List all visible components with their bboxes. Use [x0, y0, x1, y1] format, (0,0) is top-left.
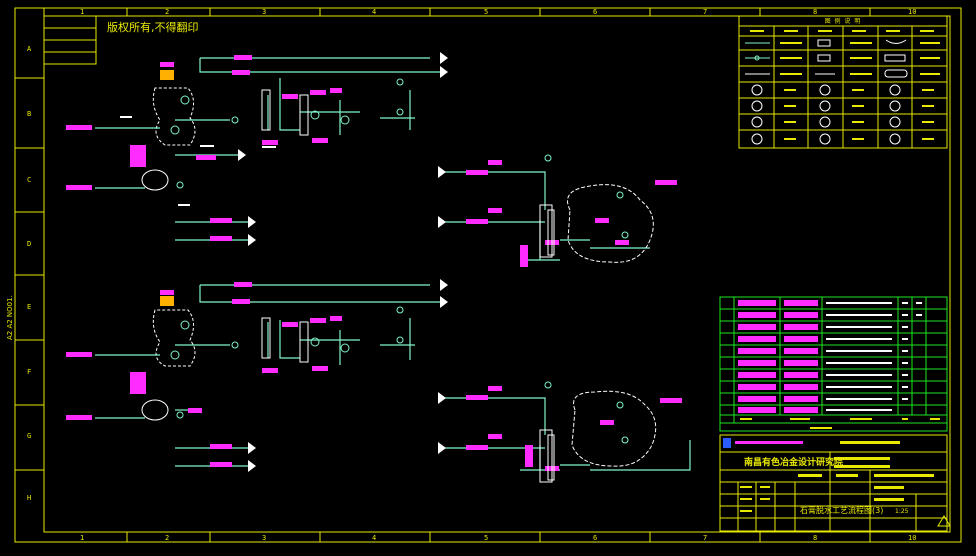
column-number: 5: [484, 534, 489, 542]
institute-name: 南昌有色冶金设计研究院: [744, 458, 844, 468]
drawing-title: 石膏脱水工艺流程图(3): [800, 506, 884, 515]
legend-text-marks: [750, 30, 940, 140]
top-ruler: [43, 8, 871, 16]
feed-tank-top: [141, 169, 169, 191]
lower-pipes: [95, 284, 691, 471]
row-letter: H: [27, 494, 32, 502]
cyclone-vessel-top: [152, 87, 196, 146]
row-letter: G: [27, 432, 32, 440]
drawing-scale: 1:25: [895, 508, 909, 515]
legend-title: 图 例 说 明: [824, 18, 862, 25]
lower-equipment: [261, 317, 555, 483]
cyclone-feed-box-bottom: [160, 296, 174, 306]
column-number: 6: [593, 534, 598, 542]
upper-train: [66, 52, 677, 267]
column-number: 10: [908, 8, 917, 16]
stamp-box: [43, 15, 97, 65]
column-number: 1: [80, 534, 85, 542]
lower-arrows: [248, 279, 448, 472]
row-letter: B: [27, 110, 32, 118]
bottom-ruler: [126, 532, 871, 542]
warning-triangle-icon: [937, 515, 951, 527]
row-letter: A: [27, 45, 32, 53]
upper-white-labels: [120, 116, 276, 206]
copyright-notice: 版权所有,不得翻印: [107, 21, 199, 34]
equipment-table-header-marks: [740, 418, 940, 429]
column-number: 3: [262, 8, 267, 16]
column-number: 8: [813, 8, 818, 16]
equipment-table: [719, 296, 948, 432]
column-number: 2: [165, 8, 170, 16]
legend-symbols: [745, 39, 908, 145]
lower-instruments: [170, 306, 629, 444]
lower-train: [66, 279, 691, 483]
institute-logo: [723, 438, 731, 448]
column-number: 1: [80, 8, 85, 16]
upper-equipment: [261, 89, 555, 258]
thickener-bottom: [571, 390, 657, 467]
title-block-marks: [735, 441, 934, 512]
column-number: 3: [262, 534, 267, 542]
column-number: 7: [703, 534, 708, 542]
equipment-table-tags: [738, 300, 818, 413]
left-ruler: [15, 77, 44, 471]
cyclone-vessel-bottom: [152, 309, 196, 367]
inner-frame: [43, 15, 951, 533]
lower-tags: [66, 282, 682, 471]
feed-tank-bottom: [141, 399, 169, 421]
row-letter: E: [27, 303, 32, 311]
column-number: 5: [484, 8, 489, 16]
column-number: 4: [372, 8, 377, 16]
upper-instruments: [170, 78, 629, 239]
title-block: [719, 434, 948, 532]
column-number: 6: [593, 8, 598, 16]
equipment-table-specs: [826, 302, 922, 411]
row-letter: C: [27, 176, 32, 184]
upper-arrows: [238, 52, 448, 246]
row-letter: D: [27, 240, 32, 248]
column-number: 10: [908, 534, 917, 542]
column-number: 7: [703, 8, 708, 16]
column-number: 4: [372, 534, 377, 542]
row-letter: F: [27, 368, 32, 376]
upper-tags: [66, 55, 677, 267]
thickener-top: [567, 184, 654, 263]
column-number: 8: [813, 534, 818, 542]
upper-pipes: [95, 57, 650, 261]
sheet-side-label: A2 A2 NO01.: [6, 295, 14, 340]
legend-grid: [738, 15, 948, 149]
cyclone-feed-box: [160, 70, 174, 80]
column-number: 2: [165, 534, 170, 542]
